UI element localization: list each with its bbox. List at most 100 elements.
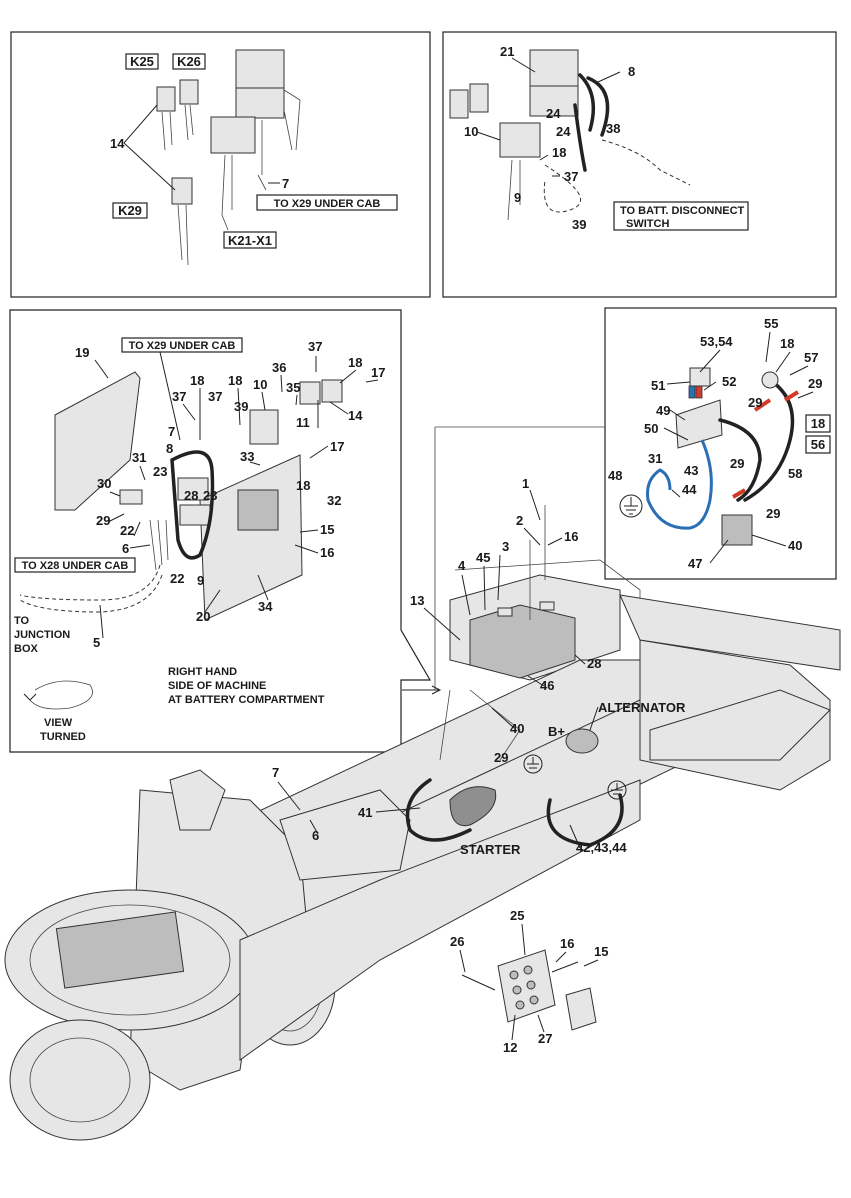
ref-27: 27: [538, 1031, 552, 1046]
svg-text:AT BATTERY COMPARTMENT: AT BATTERY COMPARTMENT: [168, 694, 325, 706]
ref-22b: 22: [170, 571, 184, 586]
ref-17a: 17: [371, 365, 385, 380]
svg-text:K26: K26: [177, 54, 201, 69]
ref-23b: 23: [203, 488, 217, 503]
ref-31: 31: [132, 450, 146, 465]
ref-18a: 18: [190, 373, 204, 388]
ref-37b: 37: [172, 389, 186, 404]
ref-24b: 24: [556, 124, 571, 139]
ref-24a: 24: [546, 106, 561, 121]
svg-text:TO: TO: [14, 615, 30, 627]
ref-41: 41: [358, 805, 372, 820]
ref-1: 1: [522, 476, 529, 491]
ref-39: 39: [572, 217, 586, 232]
svg-text:TO X28 UNDER CAB: TO X28 UNDER CAB: [22, 560, 129, 572]
ref-58: 58: [788, 466, 802, 481]
ref-10: 10: [253, 377, 267, 392]
ref-13: 13: [410, 593, 424, 608]
ref-16: 16: [560, 936, 574, 951]
label-starter: STARTER: [460, 842, 521, 857]
ref-5: 5: [93, 635, 100, 650]
ref-48: 48: [608, 468, 622, 483]
ref-31: 31: [648, 451, 662, 466]
ref-21: 21: [500, 44, 514, 59]
ref-18c: 18: [348, 355, 362, 370]
svg-text:K25: K25: [130, 54, 154, 69]
ref-7: 7: [282, 176, 289, 191]
ref-38: 38: [606, 121, 620, 136]
ref-50: 50: [644, 421, 658, 436]
terminal-block-assembly: 25 16 15 26 12 27: [450, 908, 608, 1055]
svg-text:TO X29 UNDER CAB: TO X29 UNDER CAB: [274, 198, 381, 210]
ref-3: 3: [502, 539, 509, 554]
ref-2: 2: [516, 513, 523, 528]
ref-12: 12: [503, 1040, 517, 1055]
svg-text:56: 56: [811, 437, 825, 452]
svg-text:K21-X1: K21-X1: [228, 233, 272, 248]
ref-52: 52: [722, 374, 736, 389]
ref-40: 40: [788, 538, 802, 553]
ref-8: 8: [166, 441, 173, 456]
callout-to-x29-a: TO X29 UNDER CAB: [256, 194, 398, 211]
callout-to-x28: TO X28 UNDER CAB: [14, 557, 136, 573]
ref-53-54: 53,54: [700, 334, 733, 349]
callout-k25: K25: [125, 53, 159, 70]
ref-18d: 18: [296, 478, 310, 493]
ref-25: 25: [510, 908, 524, 923]
ref-34: 34: [258, 599, 273, 614]
ref-4: 4: [458, 558, 466, 573]
ground-symbol: [619, 494, 643, 518]
svg-text:TO X29 UNDER CAB: TO X29 UNDER CAB: [129, 340, 236, 352]
ref-33: 33: [240, 449, 254, 464]
ref-35: 35: [286, 380, 300, 395]
label-alternator: ALTERNATOR: [598, 700, 686, 715]
ref-14: 14: [110, 136, 125, 151]
svg-text:18: 18: [811, 416, 825, 431]
ref-23a: 23: [153, 464, 167, 479]
panel-battery-cables: 18 56 55 53,54 18 57 51 52 29 49 29 50 3…: [604, 307, 837, 580]
callout-box-18: 18: [805, 414, 831, 433]
ref-22a: 22: [120, 523, 134, 538]
ref-18: 18: [780, 336, 794, 351]
ref-49: 49: [656, 403, 670, 418]
svg-text:TO BATT. DISCONNECT: TO BATT. DISCONNECT: [620, 205, 745, 217]
ground-symbol-main-2: [607, 780, 627, 800]
ref-8: 8: [628, 64, 635, 79]
callout-k29: K29: [112, 202, 148, 219]
svg-text:JUNCTION: JUNCTION: [14, 629, 70, 641]
ref-6: 6: [312, 828, 319, 843]
ref-29b: 29: [748, 395, 762, 410]
ref-11: 11: [296, 415, 310, 430]
ref-37a: 37: [308, 339, 322, 354]
svg-text:VIEW: VIEW: [44, 717, 73, 729]
ref-43: 43: [684, 463, 698, 478]
ref-26: 26: [450, 934, 464, 949]
callout-k21x1: K21-X1: [223, 231, 277, 249]
ref-7: 7: [168, 424, 175, 439]
ref-20: 20: [196, 609, 210, 624]
label-b-plus: B+: [548, 724, 565, 739]
ref-51: 51: [651, 378, 665, 393]
panel-battery-compartment: TO X29 UNDER CAB TO X28 UNDER CAB TO JUN…: [9, 309, 432, 753]
svg-text:SIDE OF MACHINE: SIDE OF MACHINE: [168, 680, 266, 692]
ref-7: 7: [272, 765, 279, 780]
ref-9: 9: [197, 573, 204, 588]
ref-29: 29: [96, 513, 110, 528]
ref-29c: 29: [730, 456, 744, 471]
ref-37: 37: [564, 169, 578, 184]
ref-30: 30: [97, 476, 111, 491]
ref-28: 28: [587, 656, 601, 671]
ref-57: 57: [804, 350, 818, 365]
ref-29d: 29: [766, 506, 780, 521]
ref-15: 15: [594, 944, 608, 959]
callout-k26: K26: [172, 53, 206, 70]
ref-17b: 17: [330, 439, 344, 454]
panel-battery-connector: TO BATT. DISCONNECT SWITCH 21 8 24 24 38…: [442, 31, 837, 298]
callout-to-batt: TO BATT. DISCONNECT SWITCH: [613, 201, 749, 231]
ref-55: 55: [764, 316, 778, 331]
svg-text:BOX: BOX: [14, 643, 39, 655]
ref-37c: 37: [208, 389, 222, 404]
ref-9: 9: [514, 190, 521, 205]
ref-16: 16: [564, 529, 578, 544]
